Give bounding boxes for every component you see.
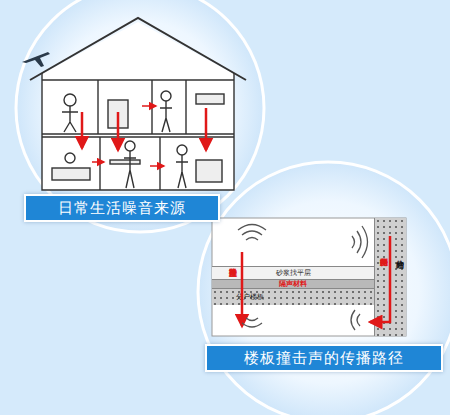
noise-arrow <box>142 105 156 107</box>
floor-slab: 分户楼板 <box>212 288 374 305</box>
sound-wave <box>352 226 368 258</box>
sound-wave <box>238 225 266 241</box>
cabinet <box>196 160 222 182</box>
bed <box>52 168 90 180</box>
person-head <box>161 91 171 101</box>
node-text: 砂浆找平层 <box>276 269 311 277</box>
vertical-path-arrow <box>241 252 244 326</box>
caption-box: 日常生活噪音来源 <box>24 194 220 222</box>
room-divider <box>100 137 160 190</box>
roof-line <box>30 18 246 80</box>
node-text: 隔声材料 <box>279 280 307 288</box>
person-head <box>64 94 76 106</box>
top-circle <box>16 0 264 232</box>
person-body <box>160 101 172 132</box>
noise-arrow <box>150 165 164 167</box>
sound-wave <box>351 310 360 330</box>
house-wall <box>42 73 234 190</box>
person-body <box>124 151 136 188</box>
person-head <box>177 145 187 155</box>
bottom-circle <box>198 162 450 415</box>
airplane-icon <box>22 52 50 67</box>
noise-arrow <box>81 112 84 148</box>
airplane-body <box>22 52 50 67</box>
sound-waves <box>238 225 368 331</box>
person-body <box>176 155 188 188</box>
flanking-path-arrow <box>370 236 390 322</box>
insulation-layer: 隔声材料 <box>212 279 374 288</box>
mortar-layer: 砂浆找平层 <box>212 266 374 279</box>
shelf <box>196 94 224 104</box>
table <box>110 160 140 164</box>
noise-arrows <box>82 106 206 166</box>
noise-arrow <box>117 112 120 150</box>
sound-wave <box>242 318 262 327</box>
person-head <box>65 153 75 163</box>
house-fill <box>42 22 234 190</box>
noise-arrow <box>205 108 208 150</box>
person-body <box>62 106 78 132</box>
room-divider <box>98 80 186 134</box>
caption-box: 楼板撞击声的传播路径 <box>205 344 443 372</box>
person-head <box>125 141 135 151</box>
section-frame <box>212 218 406 336</box>
node-text: 分户楼板 <box>236 293 264 301</box>
node-text: 日常生活噪音来源 <box>58 199 186 218</box>
noise-arrow <box>92 161 104 163</box>
partition-wall: 分户结构墙 <box>374 218 406 336</box>
attic-line <box>42 79 234 80</box>
house-illustration <box>30 18 246 190</box>
node-text: 楼板撞击声的传播路径 <box>244 349 404 368</box>
